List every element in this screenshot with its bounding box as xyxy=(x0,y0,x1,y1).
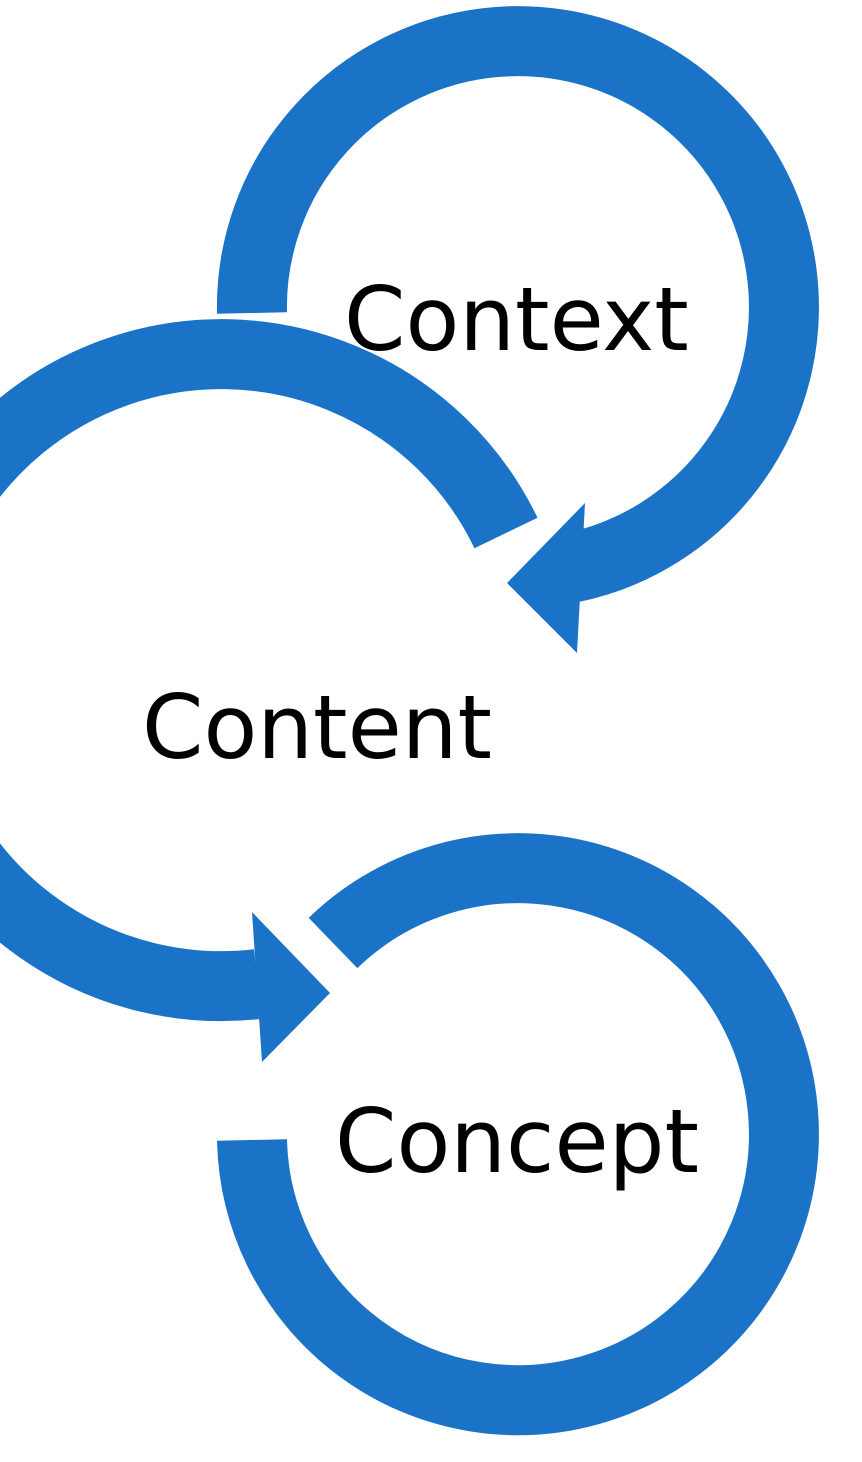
content-label: Content xyxy=(142,676,492,779)
concept-label: Concept xyxy=(335,1090,699,1193)
concept-loop xyxy=(217,833,819,1436)
context-arrowhead xyxy=(507,503,585,653)
content-loop xyxy=(0,319,538,1062)
context-loop xyxy=(216,6,819,653)
context-label: Context xyxy=(344,268,689,371)
concept-loop-arc xyxy=(217,833,819,1436)
content-loop-arc xyxy=(0,319,538,1022)
content-arrowhead xyxy=(252,912,330,1062)
context-loop-arc xyxy=(216,6,819,603)
